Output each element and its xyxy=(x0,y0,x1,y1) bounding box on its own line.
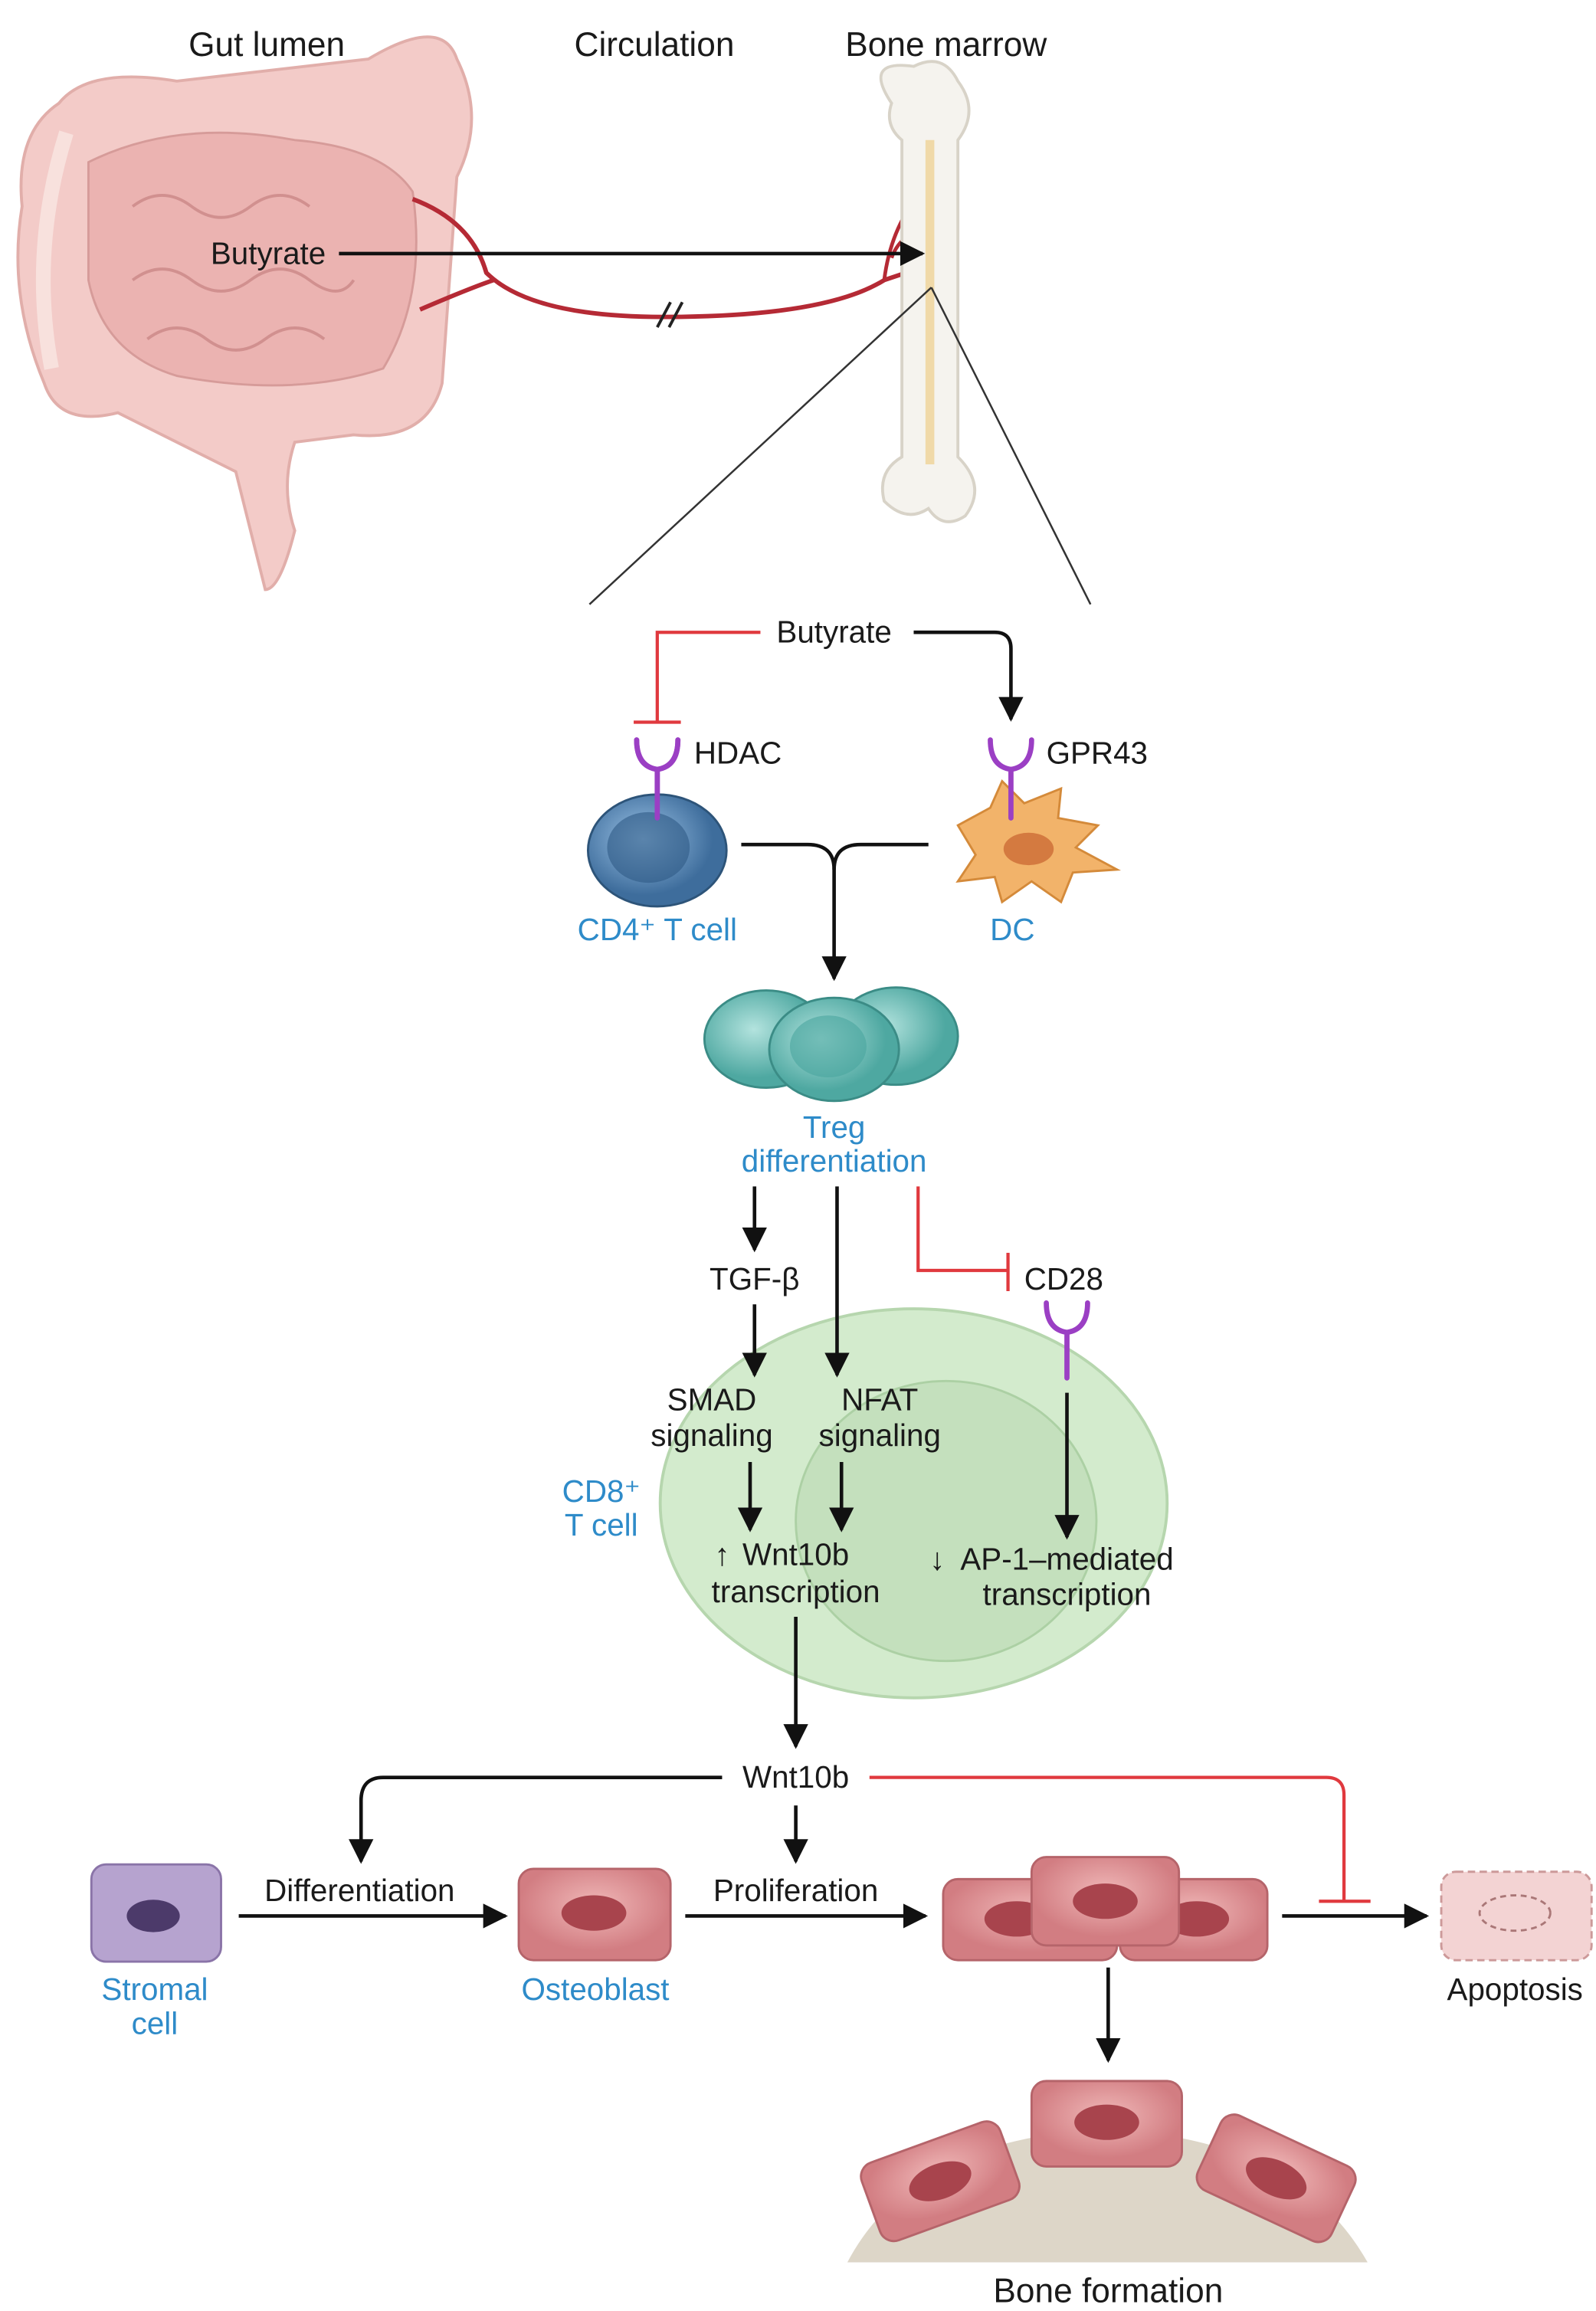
proliferating-osteoblasts-icon xyxy=(942,1856,1269,1962)
wnt-transcription-label-1: Wnt10b xyxy=(742,1537,849,1572)
intestine-illustration xyxy=(16,35,474,592)
apoptosis-inhibition xyxy=(869,1775,1371,1903)
butyrate-gpr43-arrow xyxy=(913,630,1024,722)
treg-cells-icon xyxy=(703,986,959,1103)
merge-line xyxy=(832,842,929,870)
hdac-label: HDAC xyxy=(694,735,782,770)
stromal-label-1: Stromal xyxy=(101,1972,208,2007)
hdac-inhibition xyxy=(634,631,761,724)
bone-formation-label: Bone formation xyxy=(993,2272,1223,2309)
down-arrow-icon: ↓ xyxy=(929,1541,945,1576)
gut-lumen-label: Gut lumen xyxy=(188,26,345,64)
apoptosis-label: Apoptosis xyxy=(1447,1972,1583,2007)
bone-formation-icon xyxy=(847,2080,1368,2263)
ap1-label-1: AP-1–mediated xyxy=(960,1541,1173,1576)
nfat-label-1: NFAT xyxy=(841,1382,918,1418)
bone-marrow-label: Bone marrow xyxy=(845,26,1047,64)
tgfb-label: TGF-β xyxy=(710,1261,799,1296)
treg-label-2: differentiation xyxy=(742,1143,927,1178)
blood-vessels xyxy=(411,182,930,328)
wnt10b-label: Wnt10b xyxy=(742,1759,849,1795)
circulation-label: Circulation xyxy=(575,26,735,64)
cd28-receptor-icon xyxy=(1044,1300,1090,1381)
butyrate-top-label: Butyrate xyxy=(211,235,326,270)
apoptotic-cell-icon xyxy=(1440,1870,1593,1962)
gpr43-label: GPR43 xyxy=(1047,735,1148,770)
osteoblast-label: Osteoblast xyxy=(522,1972,670,2007)
wnt10b-differentiation-arrow xyxy=(349,1775,723,1864)
smad-label-2: signaling xyxy=(651,1418,772,1453)
proliferation-label: Proliferation xyxy=(713,1873,878,1908)
up-arrow-icon: ↑ xyxy=(714,1537,729,1572)
cd4-t-cell-label: CD4⁺ T cell xyxy=(578,912,737,947)
zoom-line-right xyxy=(930,287,1092,605)
differentiation-label: Differentiation xyxy=(264,1873,454,1908)
stromal-label-2: cell xyxy=(132,2005,179,2041)
merge-arrow xyxy=(741,842,847,982)
cd28-inhibition xyxy=(916,1186,1010,1291)
wnt-transcription-label-2: transcription xyxy=(712,1574,880,1609)
cd8-label-1: CD8⁺ xyxy=(562,1473,641,1509)
treg-label-1: Treg xyxy=(803,1110,866,1145)
cd28-label: CD28 xyxy=(1024,1261,1103,1296)
ap1-label-2: transcription xyxy=(983,1577,1152,1612)
cd8-label-2: T cell xyxy=(565,1507,638,1542)
butyrate-label: Butyrate xyxy=(776,615,891,650)
dc-label: DC xyxy=(990,912,1034,947)
nfat-label-2: signaling xyxy=(819,1418,941,1453)
smad-label-1: SMAD xyxy=(667,1382,757,1418)
gpr43-receptor-icon xyxy=(988,737,1034,821)
zoom-line-left xyxy=(588,287,932,605)
